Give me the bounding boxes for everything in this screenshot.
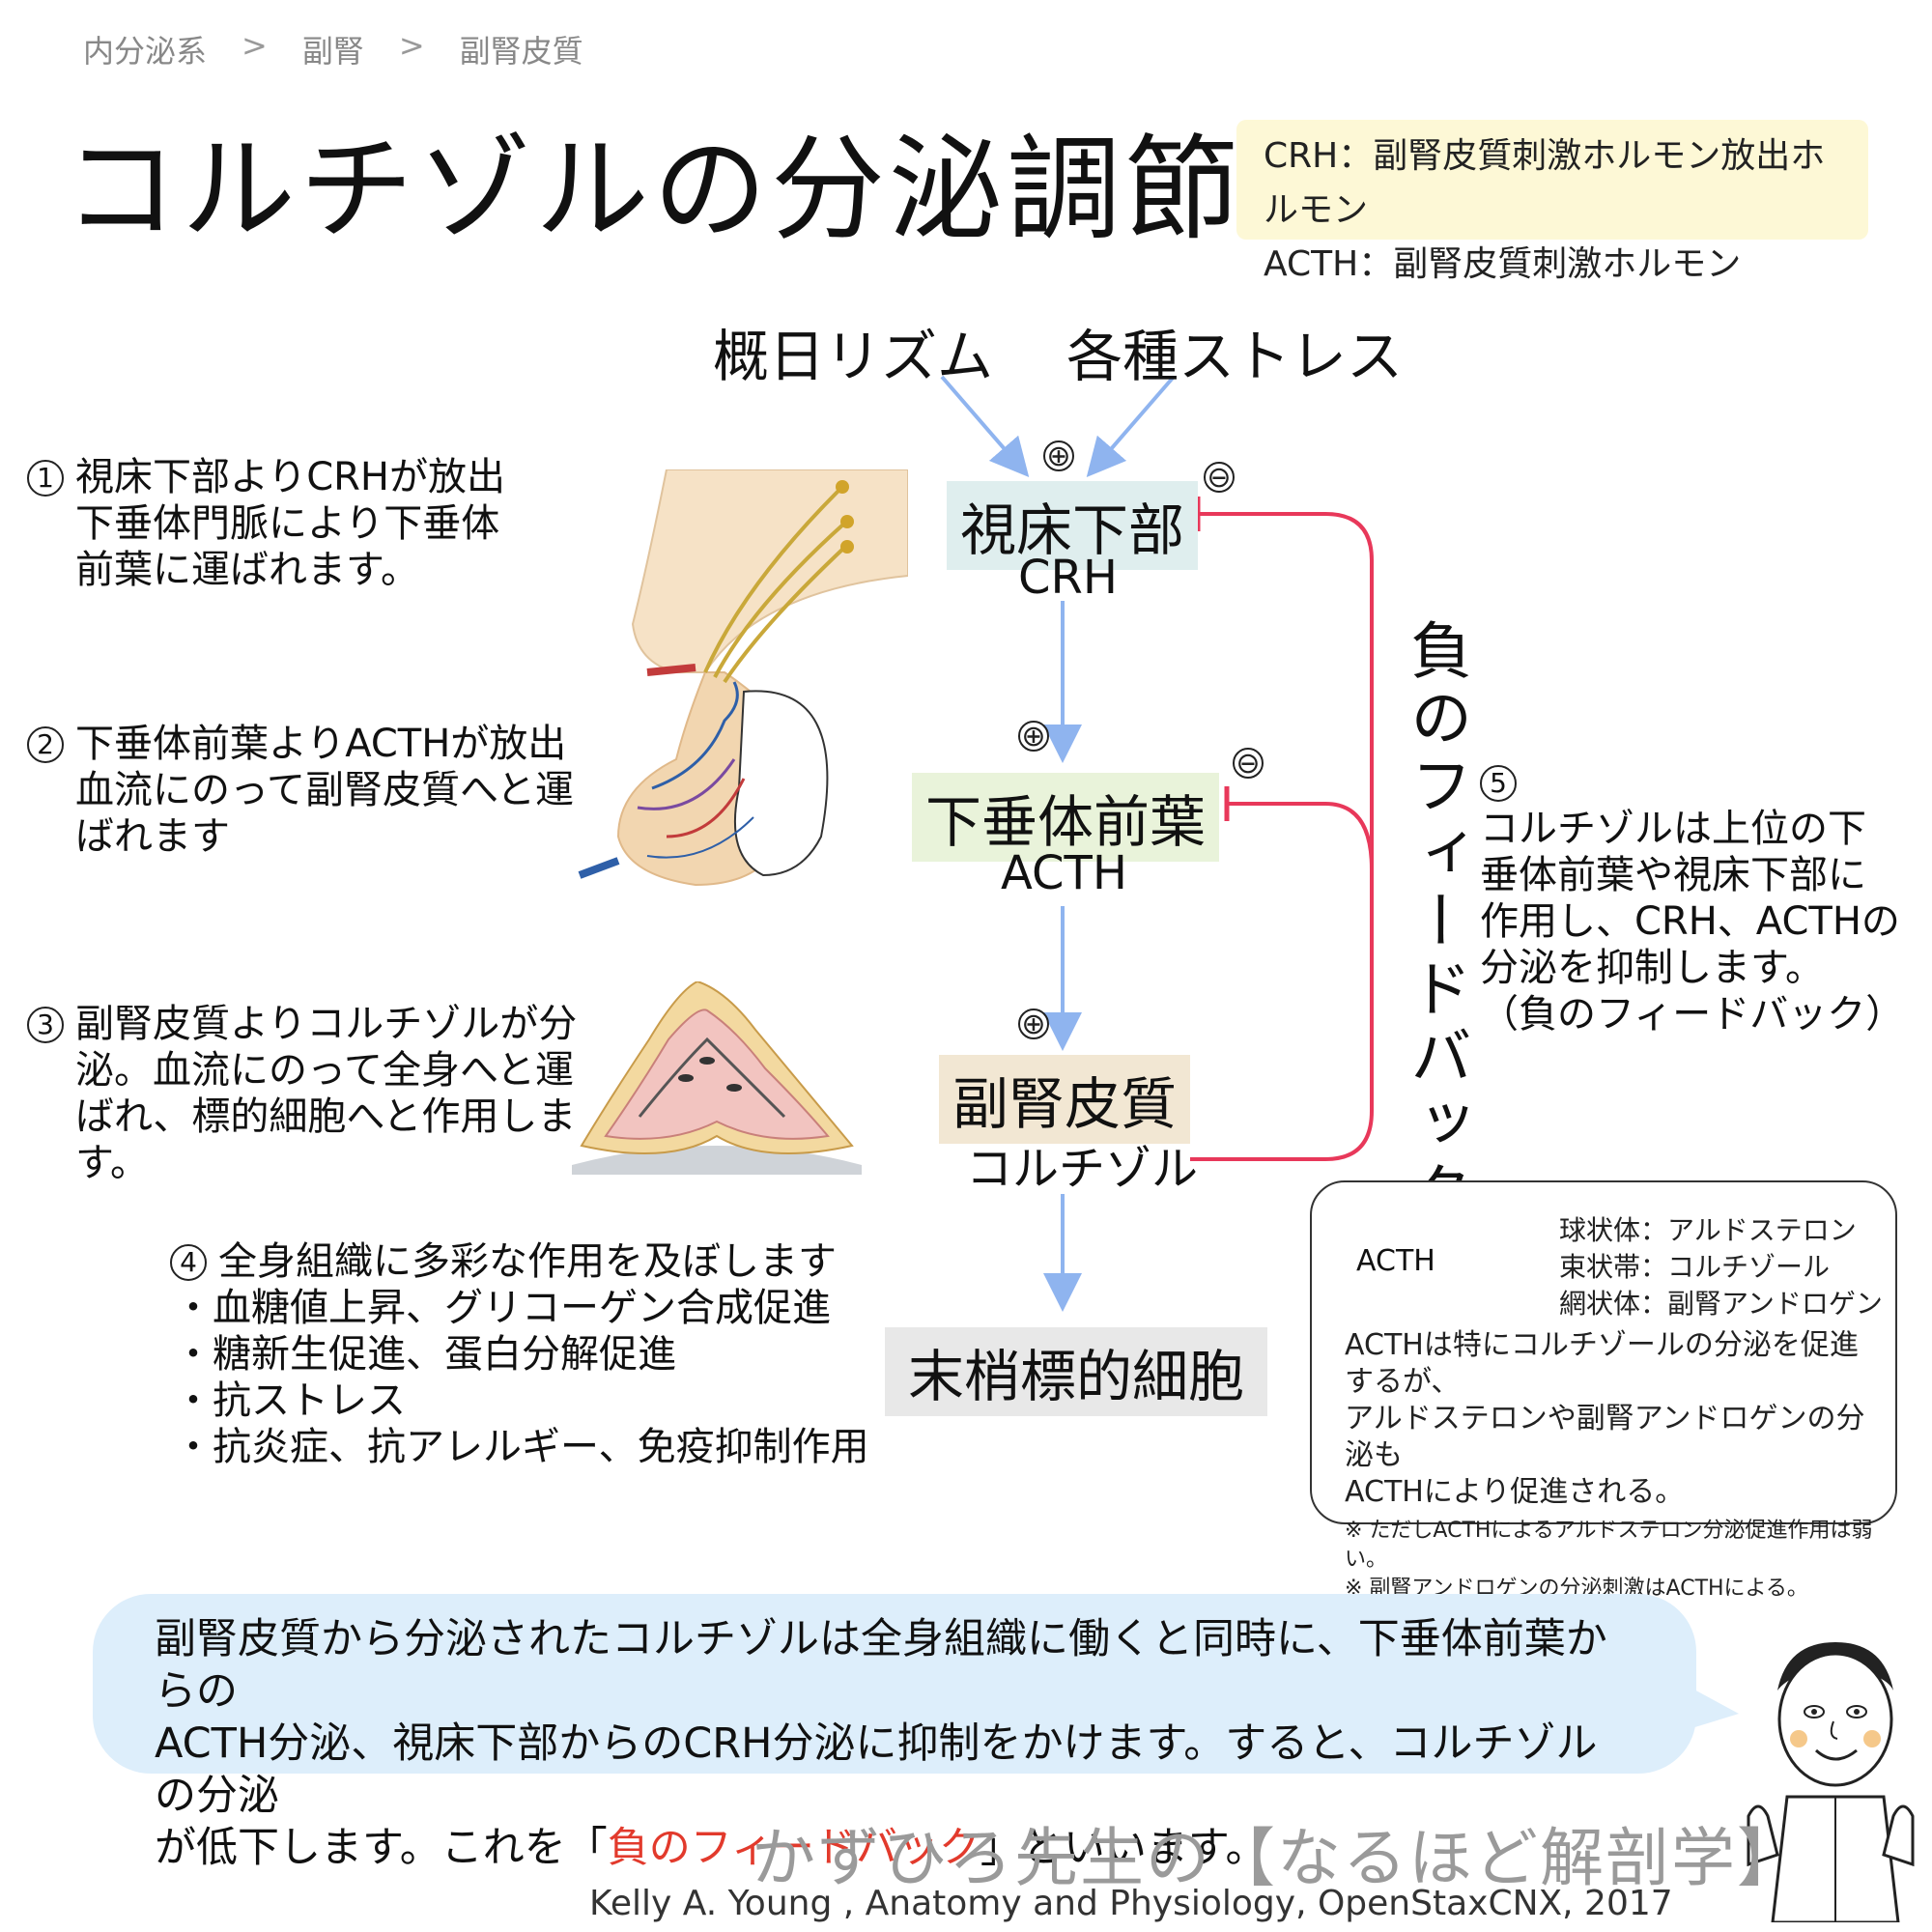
abbreviation-acth: ACTH：副腎皮質刺激ホルモン [1264,244,1742,284]
summary-line: ACTH分泌、視床下部からのCRH分泌に抑制をかけます。すると、コルチゾルの分泌 [155,1719,1598,1820]
zones-note-line: ACTHにより促進される。 [1345,1475,1685,1509]
hormone-cortisol: コルチゾル [966,1142,1199,1196]
hormone-crh: CRH [1018,551,1118,605]
pituitary-illustration [578,469,908,887]
summary-highlight: 負のフィードバック [607,1824,980,1872]
step-line: 分泌を抑制します。 [1480,946,1824,990]
page-title: コルチゾルの分泌調節 [64,123,1243,256]
teacher-avatar [1747,1642,1915,1922]
breadcrumb-item-adrenal-cortex: 副腎皮質 [459,33,583,70]
step-line: 下垂体前葉よりACTHが放出 [75,722,567,766]
breadcrumb-separator: > [242,27,268,64]
feedback-line-pituitary [1229,802,1374,870]
step-line: 垂体前葉や視床下部に [1480,853,1866,897]
arrow-circadian-to-hypothalamus [940,375,1030,478]
step-line: 全身組織に多彩な作用を及ぼします [218,1239,837,1284]
step-number: 3 [27,1007,64,1043]
zone-glomerulosa: 球状体：アルドステロン [1559,1214,1857,1246]
breadcrumb-item-adrenal[interactable]: 副腎 [301,33,364,70]
step-line: 下垂体門脈により下垂体 [75,501,500,546]
zones-acth-label: ACTH [1356,1244,1435,1278]
step-number: 1 [27,460,64,497]
minus-icon: ⊖ [1233,748,1264,779]
zones-note-line: アルドステロンや副腎アンドロゲンの分泌も [1345,1402,1865,1472]
adrenal-zones-box [1310,1180,1897,1524]
source-stress: 各種ストレス [1066,324,1404,389]
step-line: 副腎皮質よりコルチゾルが分 [75,1002,578,1046]
zone-fasciculata: 束状帯：コルチゾール [1559,1251,1831,1283]
step-line: す。 [75,1141,149,1185]
step-line: 前葉に運ばれます。 [75,548,419,592]
summary-line: が低下します。これを「負のフィードバック」といいます。 [155,1824,1267,1872]
step-line: （負のフィードバック） [1480,992,1905,1037]
effect-item: ・糖新生促進、蛋白分解促進 [174,1332,676,1377]
plus-icon: ⊕ [1018,1009,1049,1039]
node-anterior-pituitary: 下垂体前葉 [912,773,1220,862]
adrenal-illustration [572,981,862,1175]
zones-note: ACTHは特にコルチゾールの分泌を促進するが、 アルドステロンや副腎アンドロゲン… [1345,1327,1886,1604]
breadcrumb: 内分泌系 > 副腎 > 副腎皮質 [83,27,583,71]
step-line: ばれ、標的細胞へと作用しま [75,1094,577,1139]
step-number: 2 [27,726,64,763]
node-target-cells: 末梢標的細胞 [885,1327,1268,1416]
hormone-acth: ACTH [1001,846,1127,900]
node-hypothalamus: 視床下部 [947,481,1199,570]
abbreviation-crh: CRH：副腎皮質刺激ホルモン放出ホルモン [1264,136,1826,230]
step-line: ばれます [75,814,230,859]
zones-note-line: ACTHは特にコルチゾールの分泌を促進するが、 [1345,1328,1859,1399]
source-circadian-rhythm: 概日リズム [713,324,994,389]
plus-icon: ⊕ [1043,440,1074,471]
minus-icon: ⊖ [1204,462,1235,493]
plus-icon: ⊕ [1018,721,1049,752]
step-2: 2 下垂体前葉よりACTHが放出 血流にのって副腎皮質へと運 ばれます [27,721,574,860]
brand-text: かずひろ先生の【なるほど解剖学】 [752,1821,1803,1895]
step-5: 5 コルチゾルは上位の下 垂体前葉や視床下部に 作用し、CRH、ACTHの 分泌… [1480,759,1932,1037]
breadcrumb-item-endocrine[interactable]: 内分泌系 [83,33,208,70]
step-line: 血流にのって副腎皮質へと運 [75,768,574,812]
summary-bubble: 副腎皮質から分泌されたコルチゾルは全身組織に働くと同時に、下垂体前葉からの AC… [93,1594,1696,1872]
abbreviation-box: CRH：副腎皮質刺激ホルモン放出ホルモン ACTH：副腎皮質刺激ホルモン [1236,120,1868,284]
image-credit: Kelly A. Young , Anatomy and Physiology,… [589,1884,1673,1923]
zone-reticularis: 網状体：副腎アンドロゲン [1559,1288,1883,1320]
effect-item: ・抗炎症、抗アレルギー、免疫抑制作用 [174,1425,869,1469]
zones-footnote: ※ ただしACTHによるアルドステロン分泌促進作用は弱い。 [1345,1519,1873,1572]
step-line: 泌。血流にのって全身へと運 [75,1048,574,1093]
node-adrenal-cortex: 副腎皮質 [939,1055,1191,1144]
negative-feedback-label: 負のフィードバック [1400,618,1471,1227]
step-1: 1 視床下部よりCRHが放出 下垂体門脈により下垂体 前葉に運ばれます。 [27,454,505,593]
effect-item: ・抗ストレス [174,1378,406,1423]
step-4: 4 全身組織に多彩な作用を及ぼします ・血糖値上昇、グリコーゲン合成促進 ・糖新… [170,1238,869,1470]
step-line: コルチゾルは上位の下 [1480,807,1866,851]
step-number: 4 [170,1244,207,1281]
summary-line: 副腎皮質から分泌されたコルチゾルは全身組織に働くと同時に、下垂体前葉からの [155,1615,1607,1716]
effect-item: ・血糖値上昇、グリコーゲン合成促進 [174,1286,831,1330]
step-line: 視床下部よりCRHが放出 [75,455,506,499]
feedback-line-hypothalamus [1190,512,1374,1161]
breadcrumb-separator: > [398,27,425,64]
step-line: 作用し、CRH、ACTHの [1480,899,1900,944]
step-number: 5 [1480,765,1517,802]
step-3: 3 副腎皮質よりコルチゾルが分 泌。血流にのって全身へと運 ばれ、標的細胞へと作… [27,1001,577,1186]
arrow-stress-to-hypothalamus [1086,375,1176,478]
